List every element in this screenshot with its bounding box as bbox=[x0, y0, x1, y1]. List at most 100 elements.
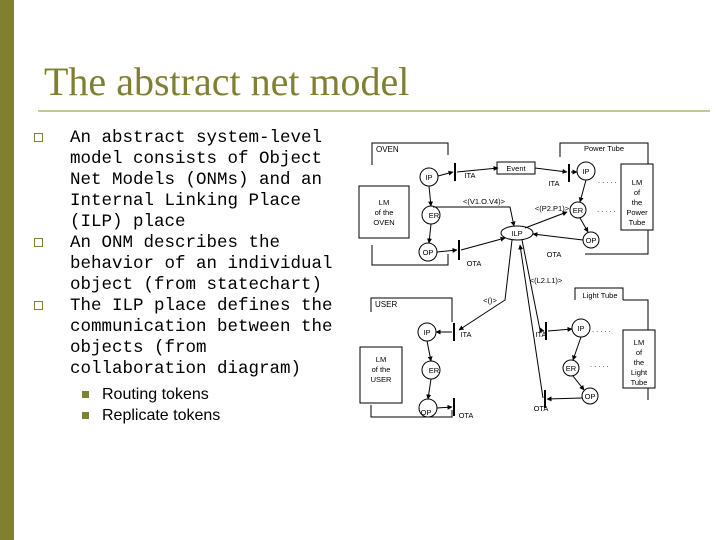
arc-label-p2: <(P2.P1)> bbox=[535, 204, 570, 213]
oven-ip-label: IP bbox=[425, 173, 432, 182]
arc bbox=[572, 336, 582, 361]
arc bbox=[436, 247, 458, 253]
power-lm-box bbox=[620, 163, 654, 231]
power-ita-label: ITA bbox=[548, 179, 559, 188]
user-lm-line: LM bbox=[376, 355, 386, 364]
user-er-label: ER bbox=[429, 366, 440, 375]
arc bbox=[534, 167, 568, 174]
bullet-text: The ILP place defines the communication … bbox=[70, 296, 333, 379]
light-tube-label: Light Tube bbox=[582, 291, 617, 300]
power-lm-line: of bbox=[634, 188, 641, 197]
light-dots-mid: . . . . . bbox=[590, 360, 609, 369]
arc bbox=[428, 185, 434, 207]
user-lm-line: USER bbox=[371, 375, 392, 384]
arc bbox=[456, 165, 499, 173]
power-er-place bbox=[569, 201, 587, 219]
arc bbox=[458, 239, 513, 331]
square-bullet-icon bbox=[34, 301, 43, 310]
user-lm-line: of the bbox=[372, 365, 391, 374]
arc bbox=[426, 223, 432, 244]
arc bbox=[578, 179, 587, 203]
filled-square-bullet-icon bbox=[82, 391, 89, 398]
light-ota-label: OTA bbox=[534, 404, 549, 413]
power-op-label: OP bbox=[586, 236, 597, 245]
bullet-item: An abstract system-level model consists … bbox=[34, 128, 344, 233]
arc bbox=[546, 396, 583, 402]
oven-ita-label: ITA bbox=[464, 171, 475, 180]
arc bbox=[436, 404, 453, 410]
sub-bullet-item: Routing tokens bbox=[34, 384, 344, 405]
oven-label: OVEN bbox=[376, 145, 399, 154]
user-op-label: OP bbox=[421, 408, 432, 417]
oven-lm-box bbox=[358, 185, 410, 239]
arc bbox=[518, 244, 544, 399]
user-frame bbox=[370, 297, 453, 322]
arc bbox=[433, 206, 516, 227]
power-ota-label: OTA bbox=[547, 250, 562, 259]
sub-bullet-item: Replicate tokens bbox=[34, 405, 344, 426]
light-lm-line: LM bbox=[634, 338, 644, 347]
light-ita-label: ITA bbox=[535, 330, 546, 339]
light-lm-box bbox=[622, 329, 656, 389]
oven-er-label: ER bbox=[429, 211, 440, 220]
user-label: USER bbox=[375, 300, 397, 309]
power-dots-top: . . . . . bbox=[598, 176, 617, 185]
light-frame bbox=[574, 287, 624, 300]
ilp-label: ILP bbox=[511, 229, 522, 238]
oven-lm-line: OVEN bbox=[373, 218, 394, 227]
oven-op-label: OP bbox=[423, 248, 434, 257]
power-er-label: ER bbox=[573, 206, 584, 215]
power-dots-mid: . . . . . bbox=[597, 205, 616, 214]
sub-bullet-text: Routing tokens bbox=[102, 386, 209, 403]
arc-label-v1: <(V1.O.V4)> bbox=[463, 197, 506, 206]
oven-frame-lower bbox=[371, 245, 449, 266]
event-label: Event bbox=[506, 164, 526, 173]
filled-square-bullet-icon bbox=[82, 412, 89, 419]
user-ita-label: ITA bbox=[460, 330, 471, 339]
light-lm-line: Tube bbox=[631, 378, 648, 387]
oven-frame bbox=[371, 142, 449, 165]
light-er-place bbox=[562, 359, 580, 377]
user-frame-lower bbox=[370, 405, 453, 418]
power-tube-label: Power Tube bbox=[584, 144, 624, 153]
bullet-list: An abstract system-level model consists … bbox=[34, 128, 344, 426]
light-lm-line: Light bbox=[631, 368, 648, 377]
oven-lm-line: LM bbox=[379, 198, 389, 207]
light-lm-line: of bbox=[636, 348, 643, 357]
bullet-item: The ILP place defines the communication … bbox=[34, 296, 344, 380]
arc bbox=[572, 375, 585, 391]
left-accent-bar bbox=[0, 0, 14, 540]
sub-bullet-text: Replicate tokens bbox=[102, 407, 221, 424]
arc bbox=[426, 340, 433, 362]
power-lm-line: LM bbox=[632, 178, 642, 187]
light-lm-line: the bbox=[634, 358, 644, 367]
bullet-item: An ONM describes the behavior of an indi… bbox=[34, 233, 344, 296]
power-frame-lower bbox=[585, 245, 649, 255]
light-op-place bbox=[581, 387, 599, 405]
power-lm-line: Power bbox=[626, 208, 648, 217]
user-ota-label: OTA bbox=[459, 411, 474, 420]
power-lm-line: Tube bbox=[629, 218, 646, 227]
user-ip-label: IP bbox=[423, 328, 430, 337]
arc bbox=[547, 326, 573, 332]
arc bbox=[532, 232, 584, 241]
light-er-label: ER bbox=[566, 364, 577, 373]
slide-title: The abstract net model bbox=[44, 59, 410, 104]
sub-bullet-list: Routing tokens Replicate tokens bbox=[34, 384, 344, 426]
square-bullet-icon bbox=[34, 133, 43, 142]
oven-ota-label: OTA bbox=[467, 259, 482, 268]
power-lm-line: the bbox=[632, 198, 642, 207]
light-ip-label: IP bbox=[577, 324, 584, 333]
bullet-text: An abstract system-level model consists … bbox=[70, 128, 323, 232]
arc bbox=[521, 239, 545, 333]
power-ip-label: IP bbox=[582, 167, 589, 176]
light-dots-top: . . . . . bbox=[592, 325, 611, 334]
arc-label-empty: <()> bbox=[483, 296, 497, 305]
light-op-label: OP bbox=[585, 392, 596, 401]
user-lm-box bbox=[359, 346, 403, 404]
arc bbox=[460, 236, 506, 251]
oven-lm-line: of the bbox=[375, 208, 394, 217]
arc bbox=[437, 170, 454, 177]
bullet-text: An ONM describes the behavior of an indi… bbox=[70, 233, 333, 295]
